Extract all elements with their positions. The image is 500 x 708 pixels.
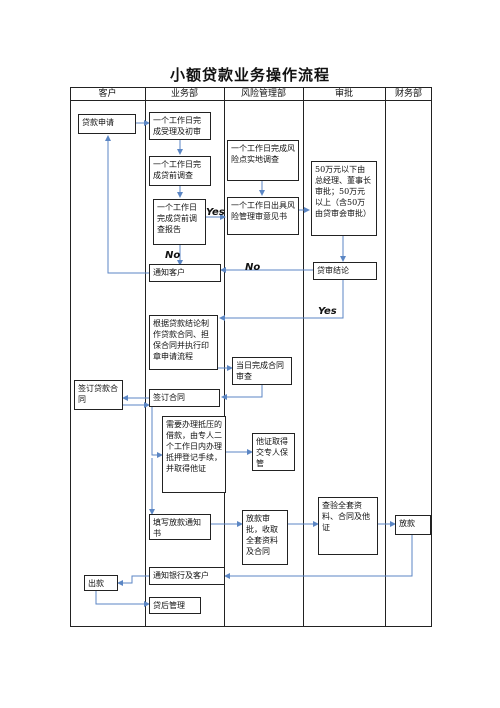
swimlane-frame [70,87,432,627]
disburse-box: 放款 [395,515,431,535]
sign-contract-box: 签订合同 [149,389,220,407]
yes-label: Yes [206,207,225,218]
lane-divider [224,87,225,627]
approval-levels-box: 50万元以下由总经理、董事长审批；50万元以上（含50万由贷审会审批） [311,161,377,236]
notify-client-box: 通知客户 [149,264,221,282]
survey-report-box: 一个工作日完成贷前调查报告 [153,199,206,245]
risk-opinion-box: 一个工作日出具风险管理审意见书 [227,197,299,235]
risk-onsite-box: 一个工作日完成风险点实地调查 [227,140,299,181]
pledge-handling-box: 需要办理抵压的借款，由专人二个工作日内办理抵押登记手续，并取得他证 [162,416,226,493]
lane-header-finance: 财务部 [394,89,422,99]
header-divider [70,100,432,101]
lane-divider [303,87,304,627]
preloan-survey-box: 一个工作日完成贷前调查 [149,156,211,186]
lane-header-approval: 审批 [334,89,353,99]
fill-notice-box: 填写放款通知书 [149,514,211,540]
no-label: No [245,262,261,273]
make-contract-box: 根据贷款结论制作贷款合同、担保合同并执行印章申请流程 [149,315,218,370]
lane-header-client: 客户 [98,89,117,99]
lane-header-business: 业务部 [170,89,198,99]
payout-box: 出款 [84,575,118,591]
accept-review-box: 一个工作日完成受理及初审 [149,112,211,140]
loan-apply-box: 贷款申请 [78,114,136,134]
lane-divider [385,87,386,627]
yes-label: Yes [318,306,337,317]
loan-conclusion-box: 贷审结论 [313,262,377,280]
notify-bank-box: 通知银行及客户 [149,567,225,585]
disburse-review-box: 放款审批，收取全套资料及合同 [242,510,288,565]
diagram-title: 小额贷款业务操作流程 [169,66,330,84]
other-cert-box: 他证取得交专人保管 [252,433,295,471]
post-loan-box: 贷后管理 [149,597,201,614]
contract-review-box: 当日完成合同审查 [232,357,292,385]
lane-divider [145,87,146,627]
no-label: No [165,250,181,261]
lane-header-risk: 风险管理部 [240,89,286,99]
sign-loan-contract-box: 签订贷款合同 [74,380,123,410]
check-docs-box: 查验全套资料、合同及他证 [318,497,378,555]
